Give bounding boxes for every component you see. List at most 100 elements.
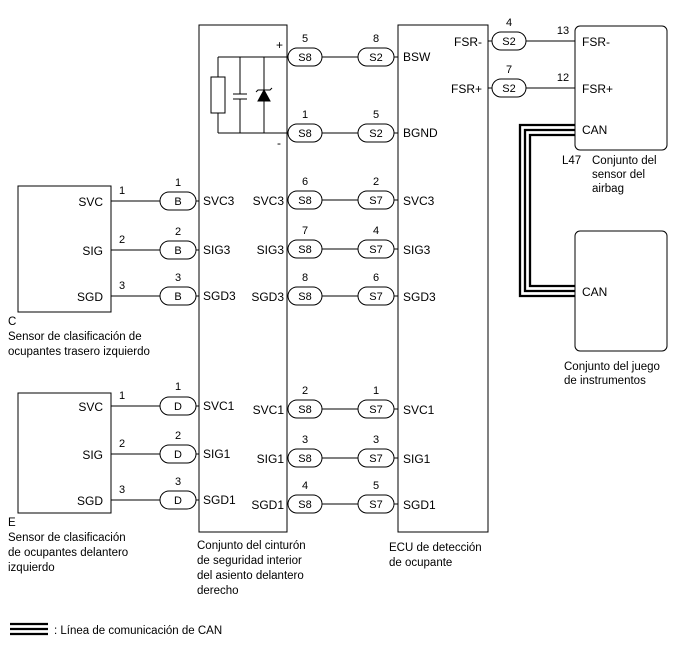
terminal-label: SVC: [78, 400, 103, 414]
terminal-label: FSR+: [582, 82, 613, 96]
terminal-label: SIG1: [257, 452, 285, 466]
terminal-label: SIG: [82, 448, 103, 462]
terminal-label: SGD1: [251, 498, 284, 512]
connector-s7: S7: [369, 453, 382, 465]
terminal-label: SGD1: [403, 498, 436, 512]
terminal-label: SIG: [82, 244, 103, 258]
terminal-label: CAN: [582, 285, 607, 299]
airbag-code: L47: [562, 155, 581, 167]
connector-s2: S2: [502, 83, 515, 95]
front-sensor-letter: E: [8, 517, 16, 529]
can-bus: [518, 123, 575, 298]
connector-s7: S7: [369, 291, 382, 303]
airbag-desc: Conjunto del: [592, 155, 657, 167]
pin-number: 12: [557, 72, 569, 84]
front-sensor-desc: Sensor de clasificación: [8, 532, 126, 544]
connector-s8: S8: [298, 195, 311, 207]
pin-number: 13: [557, 25, 569, 37]
pin-number: 7: [302, 225, 308, 237]
connector-b: B: [174, 291, 181, 303]
front-sensor-box: [17, 392, 112, 514]
terminal-label: SVC1: [403, 403, 435, 417]
terminal-label: SIG1: [203, 447, 231, 461]
connector-s7: S7: [369, 499, 382, 511]
terminal-label: SVC: [78, 195, 103, 209]
pin-number: 4: [302, 480, 308, 492]
connector-d: D: [174, 495, 182, 507]
terminal-label: SVC1: [253, 403, 285, 417]
meter-desc: Conjunto del juego: [564, 361, 660, 373]
connector-s8: S8: [298, 128, 311, 140]
connector-s8: S8: [298, 499, 311, 511]
connector-s2: S2: [369, 128, 382, 140]
pin-number: 2: [373, 176, 379, 188]
pin-number: 2: [119, 234, 125, 246]
terminal-label: SGD1: [203, 493, 236, 507]
connector-d: D: [174, 449, 182, 461]
terminal-label: BGND: [403, 126, 438, 140]
connector-s8: S8: [298, 291, 311, 303]
terminal-label: SVC3: [403, 194, 435, 208]
connector-s8: S8: [298, 52, 311, 64]
legend-text: : Línea de comunicación de CAN: [54, 625, 222, 637]
pin-number: 1: [119, 185, 125, 197]
connector-b: B: [174, 245, 181, 257]
legend: : Línea de comunicación de CAN: [10, 622, 222, 637]
terminal-label: SVC1: [203, 399, 235, 413]
pin-number: 1: [373, 385, 379, 397]
pin-number: 1: [175, 381, 181, 393]
terminal-label: SGD3: [403, 290, 436, 304]
buckle-desc: de seguridad interior: [197, 555, 302, 567]
pin-number: 7: [506, 64, 512, 76]
terminal-label: FSR+: [451, 82, 482, 96]
pin-number: 8: [302, 272, 308, 284]
ecu-desc: de ocupante: [389, 557, 452, 569]
pin-number: 3: [175, 476, 181, 488]
polarity-minus: -: [277, 136, 281, 150]
pin-number: 2: [175, 226, 181, 238]
pin-number: 6: [373, 272, 379, 284]
pin-number: 6: [302, 176, 308, 188]
ecu-box: [397, 24, 489, 533]
airbag-desc: sensor del: [592, 169, 645, 181]
terminal-label: SIG3: [403, 243, 431, 257]
pin-number: 3: [119, 484, 125, 496]
rear-sensor-desc: Sensor de clasificación de: [8, 331, 142, 343]
connector-s7: S7: [369, 404, 382, 416]
pin-number: 2: [302, 385, 308, 397]
connector-d: D: [174, 401, 182, 413]
rear-sensor-desc: ocupantes trasero izquierdo: [8, 346, 150, 358]
airbag-desc: airbag: [592, 183, 624, 195]
buckle-desc: derecho: [197, 585, 239, 597]
pin-number: 2: [175, 430, 181, 442]
rear-sensor-letter: C: [8, 316, 16, 328]
terminal-label: SGD3: [203, 289, 236, 303]
pin-number: 8: [373, 33, 379, 45]
front-sensor-desc: de ocupantes delantero: [8, 547, 128, 559]
pin-number: 3: [373, 434, 379, 446]
meter-desc: de instrumentos: [564, 375, 646, 387]
connector-b: B: [174, 196, 181, 208]
polarity-plus: +: [276, 38, 283, 52]
connector-s7: S7: [369, 195, 382, 207]
pin-number: 1: [302, 109, 308, 121]
connector-s2: S2: [369, 52, 382, 64]
terminal-label: BSW: [403, 50, 431, 64]
terminal-label: SVC3: [253, 194, 285, 208]
ecu-desc: ECU de detección: [389, 542, 482, 554]
terminal-label: SGD: [77, 290, 103, 304]
terminal-label: FSR-: [454, 35, 482, 49]
pin-number: 5: [373, 109, 379, 121]
pin-number: 5: [373, 480, 379, 492]
pin-number: 4: [373, 225, 379, 237]
terminal-label: CAN: [582, 123, 607, 137]
connector-s8: S8: [298, 244, 311, 256]
terminal-label: SGD3: [251, 290, 284, 304]
rear-sensor-box: [17, 185, 112, 313]
pin-number: 3: [302, 434, 308, 446]
terminal-label: SIG1: [403, 452, 431, 466]
buckle-desc: Conjunto del cinturón: [197, 540, 306, 552]
pin-number: 1: [119, 390, 125, 402]
pin-number: 5: [302, 33, 308, 45]
